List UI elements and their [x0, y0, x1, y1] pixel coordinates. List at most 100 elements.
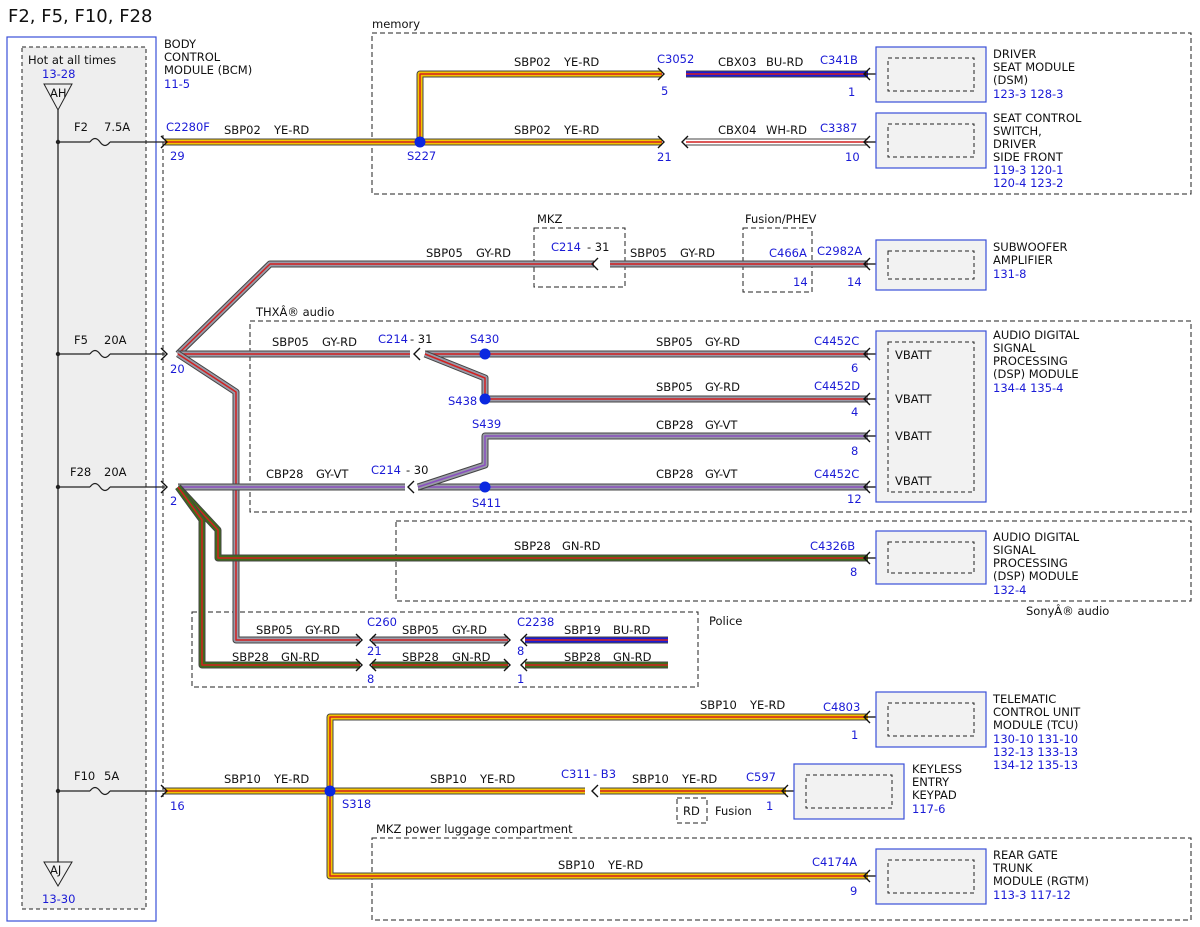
module-keypad: KEYLESS ENTRY KEYPAD 117-6	[793, 762, 962, 820]
module-dsp-sony-line-4: (DSP) MODULE	[993, 569, 1079, 583]
fuse-f5-rating: 20A	[104, 333, 127, 347]
wires	[165, 70, 868, 880]
wire-sbp05-s430-s438-stripe	[424, 353, 868, 400]
module-seat-switch-ref-2[interactable]: 120-4 123-2	[993, 176, 1064, 190]
region-mkz-trunk-label: MKZ power luggage compartment	[376, 822, 573, 836]
connector-arrow-icon	[369, 633, 377, 647]
wire-sbp05-color-g: GY-RD	[452, 623, 487, 637]
bcm-pin-29: 29	[170, 149, 185, 163]
connector-arrow-icon	[503, 658, 511, 672]
conn-c341b-label: C341B	[820, 53, 858, 67]
wire-sbp05-s430-s438	[424, 351, 868, 402]
region-memory-label: memory	[372, 17, 420, 31]
conn-c214-thx-label: C214	[378, 332, 408, 346]
wire-sbp05-circuit-e: SBP05	[656, 380, 693, 394]
conn-c4803-label: C4803	[823, 700, 860, 714]
conn-c466a-label: C466A	[769, 246, 807, 260]
splice-s439-label: S439	[472, 417, 501, 431]
fuse-panel-inner	[21, 46, 147, 910]
wire-sbp28-police-stripe	[177, 486, 360, 666]
fuse-f2: F2 7.5A	[55, 120, 165, 147]
module-rgtm-ref[interactable]: 113-3 117-12	[993, 888, 1071, 902]
region-rd-box	[676, 797, 708, 824]
bcm-connector-label: C2280F	[166, 120, 210, 134]
module-subwoofer-inner	[887, 250, 975, 280]
conn-c4174a-label: C4174A	[812, 855, 857, 869]
module-seat-switch-box	[875, 112, 987, 169]
module-seat-switch-line-1: SEAT CONTROL	[993, 111, 1082, 125]
conn-c214-thx-pin: - 31	[410, 332, 432, 346]
conn-c2982a-label: C2982A	[817, 244, 862, 258]
module-tcu-ref-1[interactable]: 130-10 131-10	[993, 732, 1078, 746]
wire-sbp28-circuit-d: SBP28	[564, 650, 601, 664]
fuse-f5-name: F5	[74, 333, 88, 347]
wire-sbp10-circuit-e: SBP10	[558, 858, 595, 872]
connector-arrow-icon	[503, 633, 511, 647]
module-dsp-sony-inner	[887, 541, 975, 574]
fuse-f28-name: F28	[70, 465, 91, 479]
splice-s411-label: S411	[472, 496, 501, 510]
wire-sbp28-color-a: GN-RD	[562, 539, 601, 553]
hot-ref-link[interactable]: 13-28	[42, 67, 75, 81]
conn-c260-pin-8: 8	[367, 672, 374, 686]
wire-sbp19-color: BU-RD	[613, 623, 650, 637]
module-dsp-thx-vbatt-2: VBATT	[895, 392, 933, 406]
module-tcu-ref-3[interactable]: 134-12 135-13	[993, 758, 1078, 772]
module-keypad-ref[interactable]: 117-6	[912, 802, 945, 816]
module-dsp-thx-vbatt-4: VBATT	[895, 474, 933, 488]
module-dsp-sony: AUDIO DIGITAL SIGNAL PROCESSING (DSP) MO…	[875, 530, 1080, 597]
wire-sbp05-color-b: GY-RD	[680, 246, 715, 260]
conn-c214-mkz-label: C214	[551, 240, 581, 254]
bcm-ref-link[interactable]: 11-5	[164, 77, 190, 91]
fuse-f10-name: F10	[74, 769, 95, 783]
wire-sbp28-color-d: GN-RD	[613, 650, 652, 664]
wire-sbp10-circuit-b: SBP10	[224, 772, 261, 786]
module-dsp-thx-line-4: (DSP) MODULE	[993, 367, 1079, 381]
wire-sbp02-s227-c3052-5-stripe	[419, 73, 662, 142]
region-thx-box	[249, 320, 1192, 513]
conn-c214-30-label: C214	[371, 463, 401, 477]
wire-sbp05-circuit-b: SBP05	[630, 246, 667, 260]
conn-c2238-pin-8: 8	[517, 644, 524, 658]
fuse-panel: Hot at all times 13-28 AH AJ 13-30 F2 7.…	[6, 36, 165, 922]
bcm-label-line-3: MODULE (BCM)	[164, 63, 252, 77]
module-dsm-line-3: (DSM)	[993, 73, 1028, 87]
conn-c597-pin: 1	[766, 799, 773, 813]
splice-s411-dot	[479, 481, 491, 493]
wire-sbp10-color-b: YE-RD	[273, 772, 309, 786]
conn-c214-mkz-pin: - 31	[587, 240, 609, 254]
module-seat-switch-ref-1[interactable]: 119-3 120-1	[993, 163, 1064, 177]
conn-c2982a-pin: 14	[847, 275, 862, 289]
module-keypad-box	[793, 763, 905, 820]
connector-arrow-icon	[591, 784, 599, 798]
hot-label: Hot at all times	[28, 53, 116, 67]
fuse-f5: F5 20A	[55, 333, 165, 359]
conn-c4452-pin-8: 8	[851, 444, 858, 458]
wire-cbp28-color-c: GY-VT	[705, 467, 738, 481]
wire-sbp10-circuit-c: SBP10	[430, 772, 467, 786]
wire-sbp28-circuit-b: SBP28	[232, 650, 269, 664]
module-keypad-line-3: KEYPAD	[912, 788, 957, 802]
conn-c311-pin: - B3	[593, 767, 616, 781]
module-rgtm: REAR GATE TRUNK MODULE (RGTM) 113-3 117-…	[875, 848, 1089, 905]
bottom-ref-link[interactable]: 13-30	[42, 892, 75, 906]
module-dsp-sony-ref[interactable]: 132-4	[993, 583, 1026, 597]
conn-c2238-label: C2238	[517, 615, 554, 629]
fuse-f5-icon	[89, 349, 111, 359]
module-dsm: DRIVER SEAT MODULE (DSM) 123-3 128-3	[875, 46, 1075, 103]
module-subwoofer-ref[interactable]: 131-8	[993, 267, 1026, 281]
conn-c214-30-pin: - 30	[406, 463, 428, 477]
conn-c3052-label: C3052	[657, 52, 694, 66]
fuse-f10-rating: 5A	[104, 769, 119, 783]
module-dsm-ref[interactable]: 123-3 128-3	[993, 87, 1064, 101]
conn-c3387-label: C3387	[820, 121, 857, 135]
module-keypad-line-1: KEYLESS	[912, 762, 962, 776]
module-tcu-ref-2[interactable]: 132-13 133-13	[993, 745, 1078, 759]
module-dsp-thx-ref[interactable]: 134-4 135-4	[993, 381, 1064, 395]
module-dsp-thx-line-3: PROCESSING	[993, 354, 1068, 368]
wire-sbp05-color-a: GY-RD	[476, 246, 511, 260]
connector-arrow-icon	[657, 135, 665, 149]
wire-sbp28-color-b: GN-RD	[281, 650, 320, 664]
